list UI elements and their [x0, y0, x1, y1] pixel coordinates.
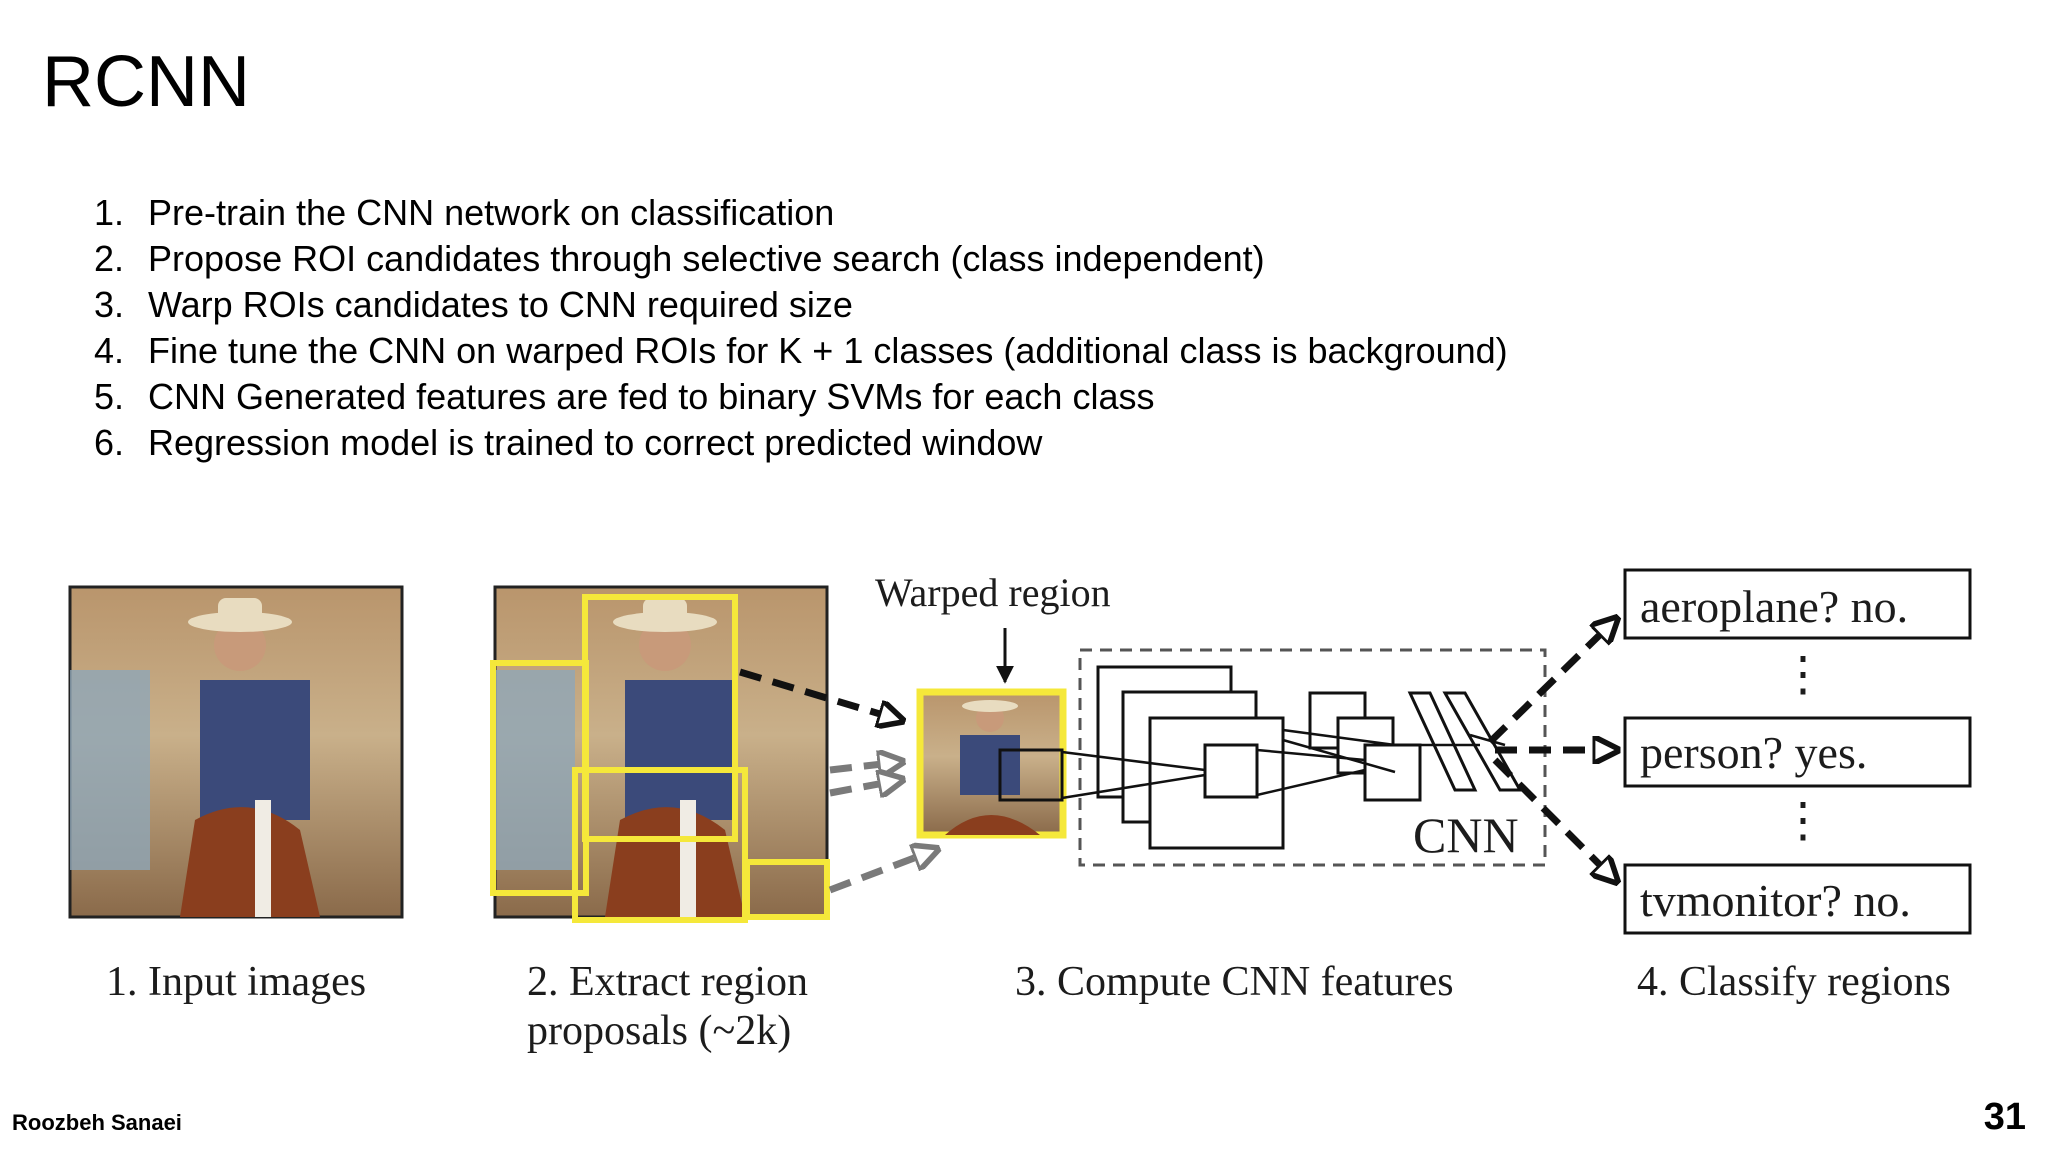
step-number: 2. — [93, 238, 124, 279]
step-item: 1. Pre-train the CNN network on classific… — [0, 190, 1508, 236]
step-number: 5. — [93, 376, 124, 417]
step-item: 6. Regression model is trained to correct… — [0, 420, 1508, 466]
cnn-label: CNN — [1413, 807, 1519, 863]
stage-caption-compute: 3. Compute CNN features — [1015, 959, 1454, 1005]
steps-list: 1. Pre-train the CNN network on classific… — [0, 190, 1508, 466]
step-text: Fine tune the CNN on warped ROIs for K +… — [148, 330, 1508, 371]
author-name: Roozbeh Sanaei — [12, 1110, 182, 1135]
warped-region-label: Warped region — [875, 570, 1111, 615]
proposal-to-warp-arrows — [738, 668, 935, 894]
stage-caption-classify: 4. Classify regions — [1637, 959, 1951, 1005]
class-label-aeroplane: aeroplane? no. — [1640, 581, 1908, 632]
proposal-boxes — [490, 594, 830, 923]
step-text: Pre-train the CNN network on classificat… — [148, 192, 835, 233]
step-item: 2. Propose ROI candidates through selecti… — [0, 236, 1508, 282]
step-item: 4. Fine tune the CNN on warped ROIs for K… — [0, 328, 1508, 374]
class-output-tvmonitor: tvmonitor? no. — [1623, 863, 1972, 935]
region-proposals-image — [490, 585, 830, 923]
step-text: Propose ROI candidates through selective… — [148, 238, 1265, 279]
step-number: 6. — [93, 422, 124, 463]
page-number: 31 — [1983, 1096, 2026, 1138]
input-image — [68, 585, 404, 919]
ellipsis-dots: ⋮ — [1779, 794, 1827, 847]
stage-caption-extract-line1: 2. Extract region — [527, 959, 808, 1005]
class-label-tvmonitor: tvmonitor? no. — [1640, 875, 1911, 926]
step-number: 1. — [93, 192, 124, 233]
step-text: Warp ROIs candidates to CNN required siz… — [148, 284, 853, 325]
classification-arrows — [1487, 620, 1615, 880]
step-item: 5. CNN Generated features are fed to bina… — [0, 374, 1508, 420]
class-output-person: person? yes. — [1623, 716, 1972, 788]
warped-region-image — [916, 688, 1067, 839]
class-output-aeroplane: aeroplane? no. — [1623, 568, 1972, 640]
step-text: Regression model is trained to correct p… — [148, 422, 1043, 463]
step-item: 3. Warp ROIs candidates to CNN required s… — [0, 282, 1508, 328]
stage-caption-extract-line2: proposals (~2k) — [527, 1008, 791, 1054]
class-label-person: person? yes. — [1640, 727, 1867, 778]
step-number: 4. — [93, 330, 124, 371]
step-number: 3. — [93, 284, 124, 325]
step-text: CNN Generated features are fed to binary… — [148, 376, 1155, 417]
stage-caption-input: 1. Input images — [106, 959, 366, 1005]
ellipsis-dots: ⋮ — [1779, 648, 1827, 701]
slide-title: RCNN — [42, 42, 250, 122]
cnn-block: CNN — [1061, 648, 1547, 867]
